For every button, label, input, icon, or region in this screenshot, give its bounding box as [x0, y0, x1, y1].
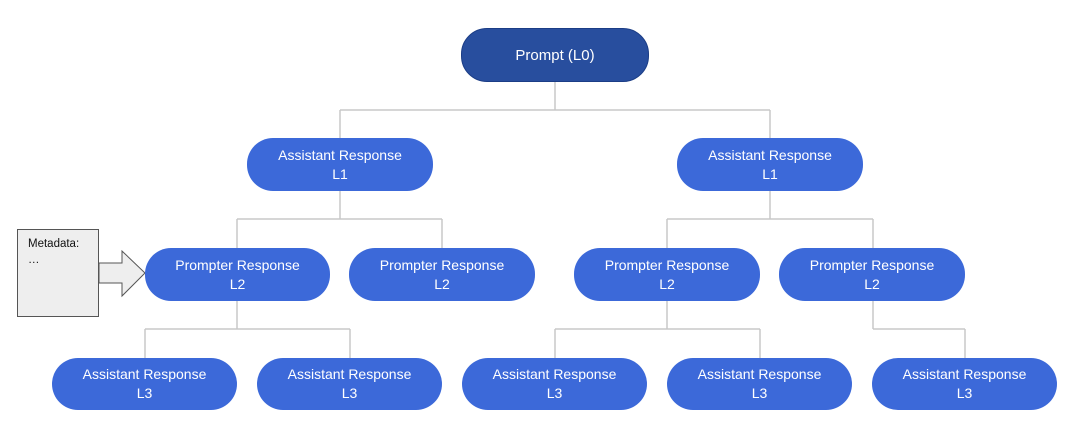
prompter-node-l2-3[interactable]: Prompter Response L2 [574, 248, 760, 301]
node-level: L3 [136, 385, 153, 401]
connector-l2-third [554, 301, 761, 358]
node-level: L1 [762, 165, 778, 182]
prompter-node-l2-2[interactable]: Prompter Response L2 [349, 248, 535, 301]
assistant-node-l3-2[interactable]: Assistant Response L3 [257, 358, 442, 410]
node-level: L3 [751, 385, 768, 401]
metadata-callout: Metadata: … [17, 229, 99, 317]
node-title: Assistant Response [902, 366, 1027, 382]
prompter-node-l2-1[interactable]: Prompter Response L2 [145, 248, 330, 301]
connector-l2-first [144, 301, 351, 358]
callout-arrow [98, 249, 146, 298]
node-title: Prompter Response [379, 256, 505, 273]
node-level: L3 [956, 385, 973, 401]
connector-root [339, 82, 771, 138]
assistant-node-l1-right[interactable]: Assistant Response L1 [677, 138, 863, 191]
connector-l2-fourth [872, 301, 966, 358]
node-title: Assistant Response [697, 366, 822, 382]
node-title: Assistant Response [82, 366, 207, 382]
prompt-label: Prompt (L0) [515, 46, 595, 64]
prompt-node-l0[interactable]: Prompt (L0) [461, 28, 649, 82]
metadata-label: Metadata: [28, 238, 80, 250]
assistant-node-l3-3[interactable]: Assistant Response L3 [462, 358, 647, 410]
node-level: L1 [332, 165, 348, 182]
node-title: Assistant Response [278, 146, 402, 163]
node-level: L2 [229, 275, 246, 292]
node-level: L2 [434, 275, 450, 292]
node-level: L2 [864, 275, 880, 292]
node-title: Assistant Response [492, 366, 617, 382]
node-level: L3 [546, 385, 563, 401]
assistant-node-l3-4[interactable]: Assistant Response L3 [667, 358, 852, 410]
node-title: Assistant Response [708, 146, 832, 163]
node-title: Assistant Response [287, 366, 412, 382]
assistant-node-l1-left[interactable]: Assistant Response L1 [247, 138, 433, 191]
metadata-value: … [28, 254, 40, 266]
node-level: L2 [659, 275, 675, 292]
node-title: Prompter Response [809, 256, 935, 273]
connector-l1-right [666, 191, 874, 248]
connectors [144, 82, 966, 358]
node-level: L3 [341, 385, 358, 401]
assistant-node-l3-5[interactable]: Assistant Response L3 [872, 358, 1057, 410]
node-title: Prompter Response [175, 256, 300, 273]
node-title: Prompter Response [604, 256, 730, 273]
prompter-node-l2-4[interactable]: Prompter Response L2 [779, 248, 965, 301]
connector-l1-left [236, 191, 443, 248]
assistant-node-l3-1[interactable]: Assistant Response L3 [52, 358, 237, 410]
